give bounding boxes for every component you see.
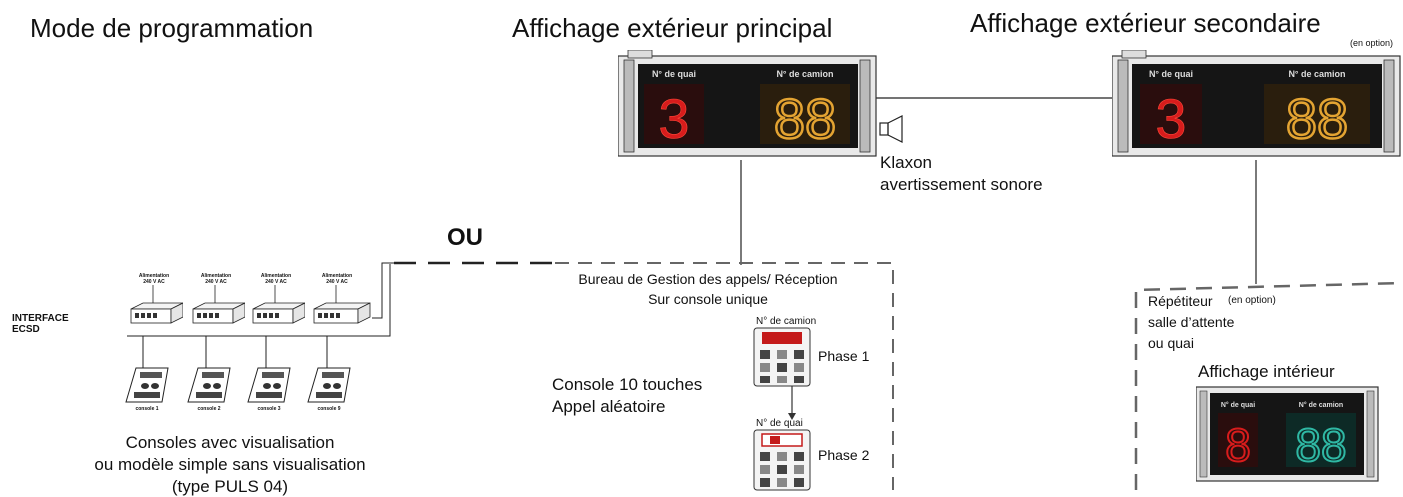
interface-wire bbox=[372, 262, 394, 319]
horn-label: Klaxon bbox=[880, 153, 932, 172]
secondary-display-panel: N° de quai N° de camion 3 88 bbox=[1112, 50, 1401, 157]
console10-label-2: Appel aléatoire bbox=[552, 397, 666, 416]
title-secondary-display: Affichage extérieur secondaire bbox=[970, 8, 1321, 38]
secondary-truck-digits: 88 bbox=[1286, 87, 1348, 150]
console-label: console 3 bbox=[257, 406, 281, 412]
interior-display-panel: N° de quai N° de camion 8 88 bbox=[1196, 386, 1379, 482]
main-dock-digit: 3 bbox=[658, 87, 689, 150]
repeater-label-2: salle d’attente bbox=[1148, 314, 1235, 330]
power-label: Alimentation bbox=[321, 273, 353, 279]
interior-dock-label: N° de quai bbox=[1221, 401, 1255, 409]
interface-wire-return bbox=[354, 264, 391, 337]
interface-box-4: Alimentation 240 V AC bbox=[310, 273, 372, 335]
phase-2-label: Phase 2 bbox=[818, 447, 870, 463]
console-4: console 9 bbox=[306, 366, 352, 414]
title-main-display: Affichage extérieur principal bbox=[512, 13, 833, 43]
power-voltage: 240 V AC bbox=[265, 279, 287, 285]
office-dashed-box bbox=[555, 262, 894, 490]
console-2: console 2 bbox=[186, 366, 232, 414]
interior-truck-digits: 88 bbox=[1295, 419, 1346, 471]
secondary-dock-digit: 3 bbox=[1155, 87, 1186, 150]
secondary-dock-label: N° de quai bbox=[1149, 69, 1193, 79]
interior-display-title: Affichage intérieur bbox=[1198, 362, 1335, 381]
consoles-caption-2: ou modèle simple sans visualisation bbox=[94, 455, 366, 474]
console-label: console 9 bbox=[317, 406, 341, 412]
interior-truck-label: N° de camion bbox=[1299, 401, 1343, 409]
repeater-dashed-box bbox=[1134, 281, 1403, 490]
main-dock-label: N° de quai bbox=[652, 69, 696, 79]
phase-arrow-head bbox=[788, 413, 796, 420]
office-label-2: Sur console unique bbox=[648, 291, 768, 307]
interface-label-2: ECSD bbox=[12, 324, 40, 335]
console10-label-1: Console 10 touches bbox=[552, 375, 703, 394]
main-display-panel: N° de quai N° de camion 3 88 bbox=[618, 50, 877, 157]
secondary-truck-label: N° de camion bbox=[1288, 69, 1345, 79]
console-label: console 2 bbox=[197, 406, 221, 412]
phase-1-label: Phase 1 bbox=[818, 348, 870, 364]
main-truck-label: N° de camion bbox=[776, 69, 833, 79]
power-voltage: 240 V AC bbox=[143, 279, 165, 285]
main-truck-digits: 88 bbox=[774, 87, 836, 150]
console-1: console 1 bbox=[124, 366, 170, 414]
power-label: Alimentation bbox=[260, 273, 292, 279]
consoles-caption-3: (type PULS 04) bbox=[171, 477, 289, 496]
consoles-caption-1: Consoles avec visualisation bbox=[125, 433, 335, 452]
horn-description: avertissement sonore bbox=[880, 175, 1043, 194]
power-voltage: 240 V AC bbox=[326, 279, 348, 285]
interface-box-1: Alimentation 240 V AC bbox=[127, 273, 183, 335]
title-secondary-optional: (en option) bbox=[1350, 38, 1394, 48]
repeater-label-1: Répétiteur bbox=[1148, 293, 1213, 309]
interface-box-2: Alimentation 240 V AC bbox=[189, 273, 245, 335]
interface-label-1: INTERFACE bbox=[12, 313, 69, 324]
repeater-optional: (en option) bbox=[1228, 295, 1276, 306]
power-label: Alimentation bbox=[200, 273, 232, 279]
dock-number-label: N° de quai bbox=[756, 418, 803, 429]
console10-keypad-phase1 bbox=[753, 327, 811, 387]
truck-number-label: N° de camion bbox=[756, 316, 817, 327]
or-label: OU bbox=[447, 224, 483, 251]
console-label: console 1 bbox=[135, 406, 159, 412]
power-voltage: 240 V AC bbox=[205, 279, 227, 285]
console10-keypad-phase2 bbox=[753, 429, 811, 491]
repeater-label-3: ou quai bbox=[1148, 335, 1194, 351]
power-label: Alimentation bbox=[138, 273, 170, 279]
title-programming-mode: Mode de programmation bbox=[30, 13, 314, 43]
console-3: console 3 bbox=[246, 366, 292, 414]
office-label-1: Bureau de Gestion des appels/ Réception bbox=[578, 271, 838, 287]
horn-icon bbox=[879, 115, 903, 143]
interior-dock-digit: 8 bbox=[1225, 419, 1251, 471]
interface-box-3: Alimentation 240 V AC bbox=[249, 273, 305, 335]
